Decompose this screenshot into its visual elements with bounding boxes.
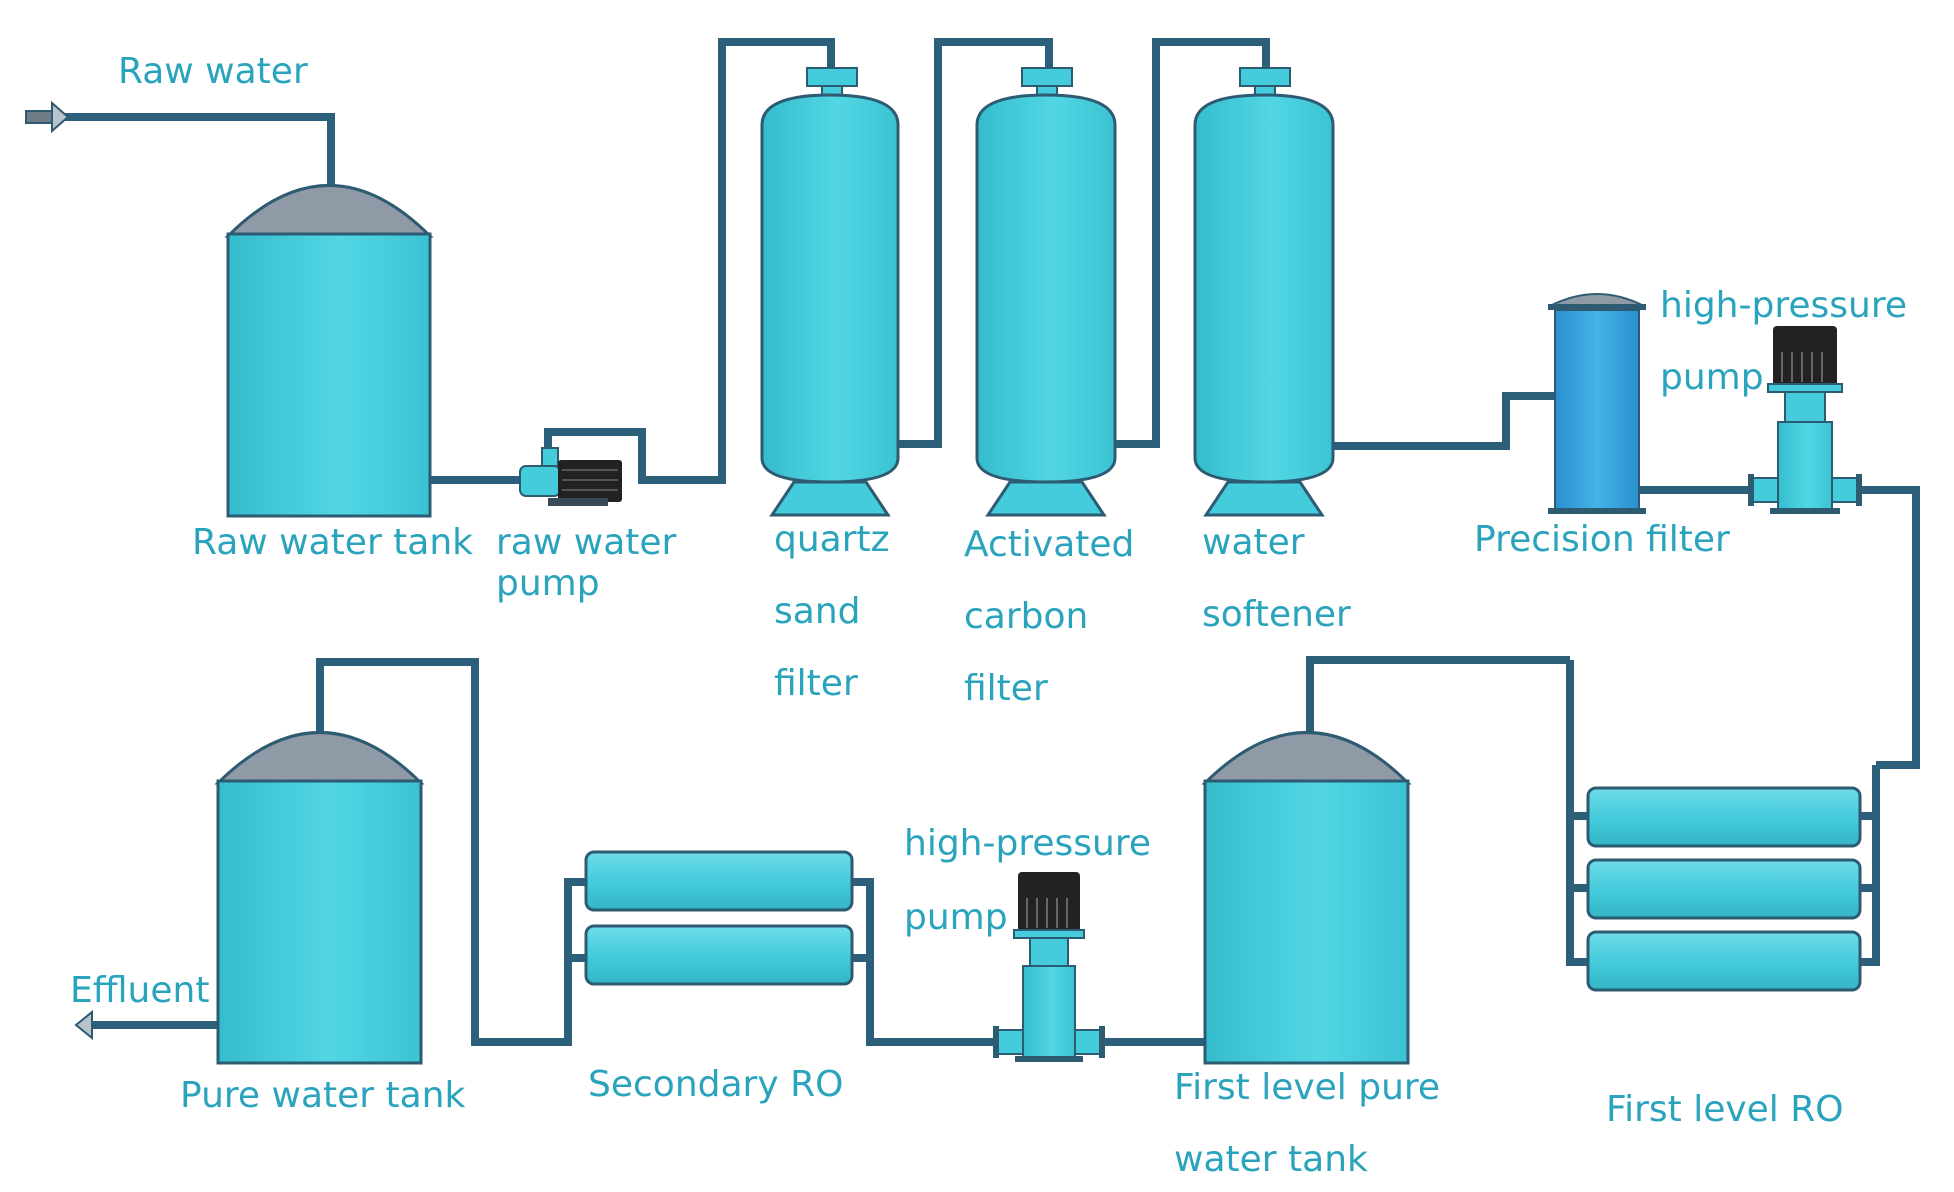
label-raw-water: Raw water (118, 51, 308, 92)
raw-water-pump (519, 447, 622, 506)
first-level-ro (1586, 786, 1862, 992)
label-raw-water-pump-line2: pump (496, 563, 600, 604)
raw-water-tank (224, 184, 434, 518)
precision-filter (1548, 293, 1646, 514)
label-softener-line2: softener (1202, 594, 1351, 635)
label-secondary-ro: Secondary RO (588, 1064, 844, 1105)
pump-motor (1018, 872, 1080, 932)
label-carbon-line3: filter (964, 668, 1048, 709)
label-pure-water-tank: Pure water tank (180, 1075, 466, 1116)
pipes (30, 38, 1920, 1046)
label-quartz-line1: quartz (774, 519, 890, 560)
label-first-level-tank-line1: First level pure (1174, 1067, 1441, 1108)
label-precision-filter: Precision filter (1474, 519, 1730, 560)
label-hp-pump-bottom-line1: high-pressure (904, 823, 1151, 864)
effluent-arrow-icon (74, 1009, 93, 1041)
raw-water-inlet-arrow-icon (25, 100, 70, 134)
label-hp-pump-top-line2: pump (1660, 357, 1764, 398)
label-carbon-line2: carbon (964, 596, 1089, 637)
label-carbon-line1: Activated (964, 524, 1135, 565)
quartz-sand-filter (760, 67, 900, 517)
high-pressure-pump-top (1748, 326, 1862, 514)
label-raw-water-pump-line1: raw water (496, 522, 677, 563)
label-first-level-tank-line2: water tank (1174, 1139, 1368, 1180)
high-pressure-pump-bottom (993, 872, 1105, 1062)
label-hp-pump-top-line1: high-pressure (1660, 285, 1907, 326)
secondary-ro (584, 850, 854, 986)
water-softener (1193, 67, 1335, 517)
label-quartz-line2: sand (774, 591, 861, 632)
pure-water-tank (214, 731, 425, 1065)
activated-carbon-filter (975, 67, 1117, 517)
label-effluent: Effluent (70, 970, 210, 1011)
label-first-level-ro: First level RO (1606, 1089, 1844, 1130)
label-raw-water-tank: Raw water tank (192, 522, 474, 563)
first-level-pure-water-tank (1201, 731, 1412, 1065)
label-hp-pump-bottom-line2: pump (904, 897, 1008, 938)
label-quartz-line3: filter (774, 663, 858, 704)
label-softener-line1: water (1202, 522, 1305, 563)
